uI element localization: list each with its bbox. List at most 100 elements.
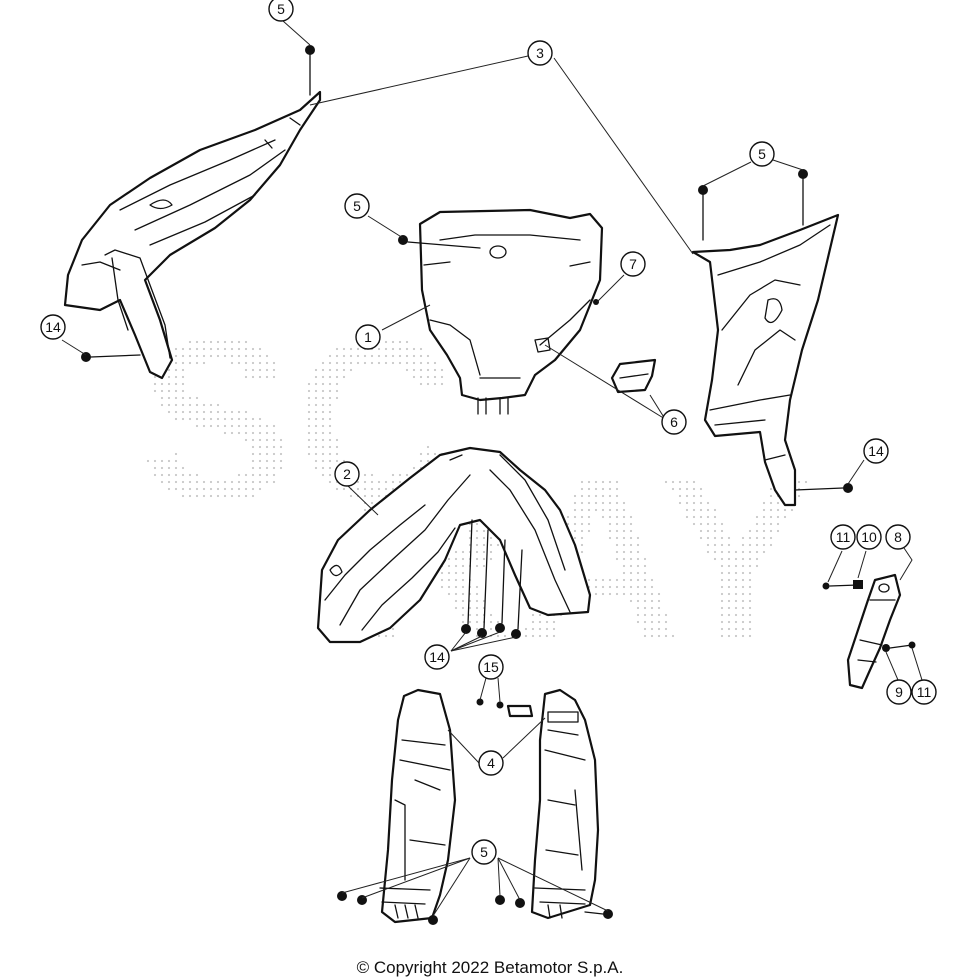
watermark-dot [349, 494, 353, 498]
watermark-dot [447, 585, 451, 589]
watermark-dot [160, 382, 164, 386]
watermark-dot [769, 522, 773, 526]
callouts: 1 2 3 4 5 5 5 5 6 7 8 9 10 11 11 14 14 1… [40, 0, 937, 865]
watermark-dot [251, 424, 255, 428]
watermark-dot [314, 431, 318, 435]
watermark-dot [461, 578, 465, 582]
watermark-dot [335, 452, 339, 456]
watermark-dot [636, 592, 640, 596]
watermark-dot [307, 410, 311, 414]
callout-5-bottom: 5 [471, 839, 497, 865]
watermark-dot [216, 340, 220, 344]
watermark-dot [734, 557, 738, 561]
watermark-dot [657, 620, 661, 624]
watermark-dot [664, 480, 668, 484]
watermark-dot [216, 424, 220, 428]
watermark-dot [468, 536, 472, 540]
watermark-dot [622, 529, 626, 533]
watermark-dot [447, 557, 451, 561]
watermark-dot [622, 515, 626, 519]
watermark-dot [398, 354, 402, 358]
watermark-dot [370, 480, 374, 484]
watermark-dot [524, 627, 528, 631]
watermark-dot [279, 445, 283, 449]
watermark-dot [622, 557, 626, 561]
watermark-dot [244, 340, 248, 344]
watermark-dot [713, 557, 717, 561]
watermark-dot [356, 361, 360, 365]
watermark-dot [741, 613, 745, 617]
watermark-dot [664, 627, 668, 631]
watermark-dot [349, 347, 353, 351]
watermark-dot [552, 634, 556, 638]
watermark-dot [377, 480, 381, 484]
watermark-dot [601, 494, 605, 498]
watermark-dot [727, 571, 731, 575]
watermark-dot [615, 557, 619, 561]
watermark-dot [272, 466, 276, 470]
watermark-dot [328, 354, 332, 358]
watermark-dot [384, 487, 388, 491]
watermark-dot [160, 480, 164, 484]
watermark-dot [328, 368, 332, 372]
watermark-dot [258, 487, 262, 491]
watermark-dot [321, 452, 325, 456]
watermark-dot [167, 480, 171, 484]
watermark-dot [699, 501, 703, 505]
watermark-dot [419, 368, 423, 372]
watermark-dot [265, 361, 269, 365]
watermark-dot [223, 340, 227, 344]
watermark-dot [321, 438, 325, 442]
watermark-dot [377, 347, 381, 351]
watermark-dot [447, 578, 451, 582]
watermark-dot [237, 354, 241, 358]
watermark-dot [258, 466, 262, 470]
callout-5-plate: 5 [344, 193, 370, 219]
watermark-dot [454, 585, 458, 589]
watermark-dot [237, 494, 241, 498]
watermark-dot [363, 487, 367, 491]
watermark-dot [608, 522, 612, 526]
watermark-dot [321, 466, 325, 470]
watermark-dot [174, 375, 178, 379]
watermark-dot [776, 529, 780, 533]
watermark-dot [244, 431, 248, 435]
watermark-dot [272, 473, 276, 477]
watermark-dot [314, 396, 318, 400]
watermark-dot [594, 501, 598, 505]
watermark-dot [601, 515, 605, 519]
watermark-dot [174, 347, 178, 351]
watermark-dot [314, 417, 318, 421]
watermark-dot [307, 438, 311, 442]
watermark-dot [307, 452, 311, 456]
watermark-dot [594, 487, 598, 491]
watermark-dot [720, 550, 724, 554]
watermark-dot [258, 347, 262, 351]
watermark-dot [356, 480, 360, 484]
watermark-dot [258, 424, 262, 428]
watermark-dot [307, 431, 311, 435]
watermark-dot [664, 620, 668, 624]
watermark-dot [433, 452, 437, 456]
bolt-icon [908, 641, 916, 649]
watermark-dot [202, 417, 206, 421]
watermark-dot [657, 599, 661, 603]
callout-2-label: 2 [343, 466, 351, 482]
watermark-dot [727, 557, 731, 561]
watermark-dot [202, 354, 206, 358]
watermark-dot [335, 347, 339, 351]
watermark-dot [167, 389, 171, 393]
watermark-dot [524, 634, 528, 638]
watermark-dot [482, 550, 486, 554]
bolt-icon [882, 644, 913, 652]
watermark-dot [328, 361, 332, 365]
watermark-dot [447, 571, 451, 575]
watermark-dot [174, 382, 178, 386]
watermark-dot [328, 431, 332, 435]
watermark-dot [678, 494, 682, 498]
watermark-dot [468, 529, 472, 533]
watermark-dot [629, 550, 633, 554]
watermark-dot [643, 620, 647, 624]
watermark-dot [307, 396, 311, 400]
watermark-dot [258, 368, 262, 372]
